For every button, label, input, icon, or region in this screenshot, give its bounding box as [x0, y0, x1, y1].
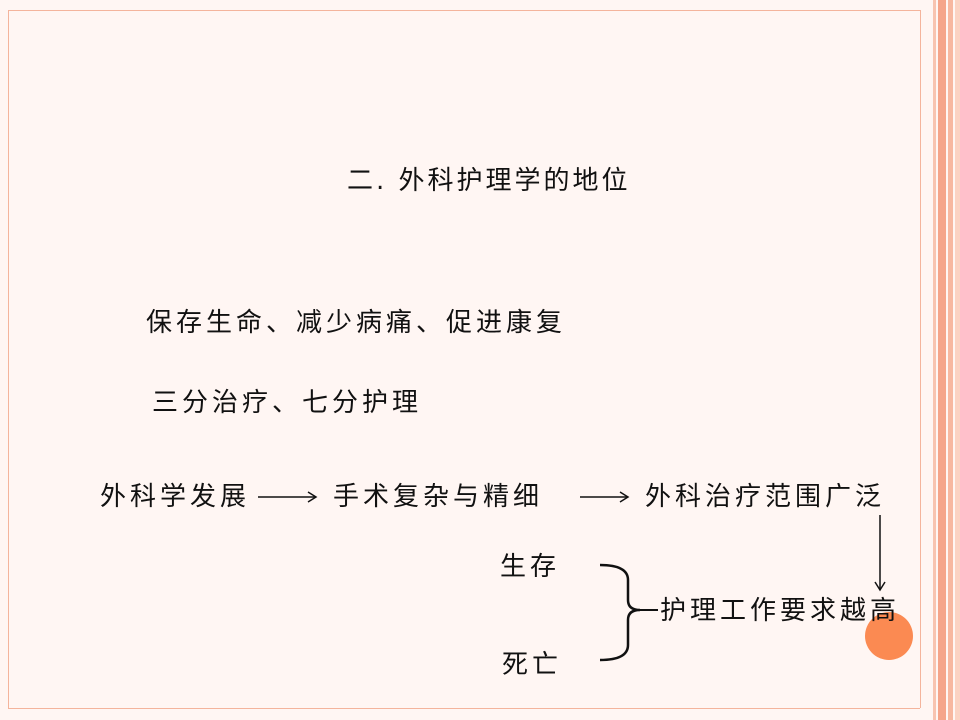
survive-label: 生存: [500, 552, 561, 582]
arrow-right-icon: [258, 491, 318, 503]
statement-line-2: 三分治疗、七分护理: [152, 388, 423, 418]
decor-stripe: [938, 0, 946, 720]
frame-bottom-line: [8, 708, 920, 709]
slide-title: 二. 外科护理学的地位: [347, 166, 631, 196]
death-label: 死亡: [502, 650, 563, 680]
right-brace-icon: [599, 563, 641, 662]
decor-stripe: [933, 0, 936, 720]
frame-top-line: [8, 10, 920, 11]
flow-step-1: 外科学发展: [100, 482, 251, 512]
result-label: 护理工作要求越高: [660, 596, 901, 626]
arrow-right-icon: [580, 491, 630, 503]
frame-left-line: [8, 10, 9, 708]
decor-stripe: [948, 0, 953, 720]
decor-stripe: [955, 0, 960, 720]
flow-step-2: 手术复杂与精细: [333, 482, 544, 512]
decor-circle: [865, 612, 913, 660]
flow-step-3: 外科治疗范围广泛: [645, 482, 886, 512]
frame-right-line: [920, 10, 921, 708]
arrow-down-icon: [874, 515, 886, 592]
statement-line-1: 保存生命、减少病痛、促进康复: [146, 308, 567, 338]
